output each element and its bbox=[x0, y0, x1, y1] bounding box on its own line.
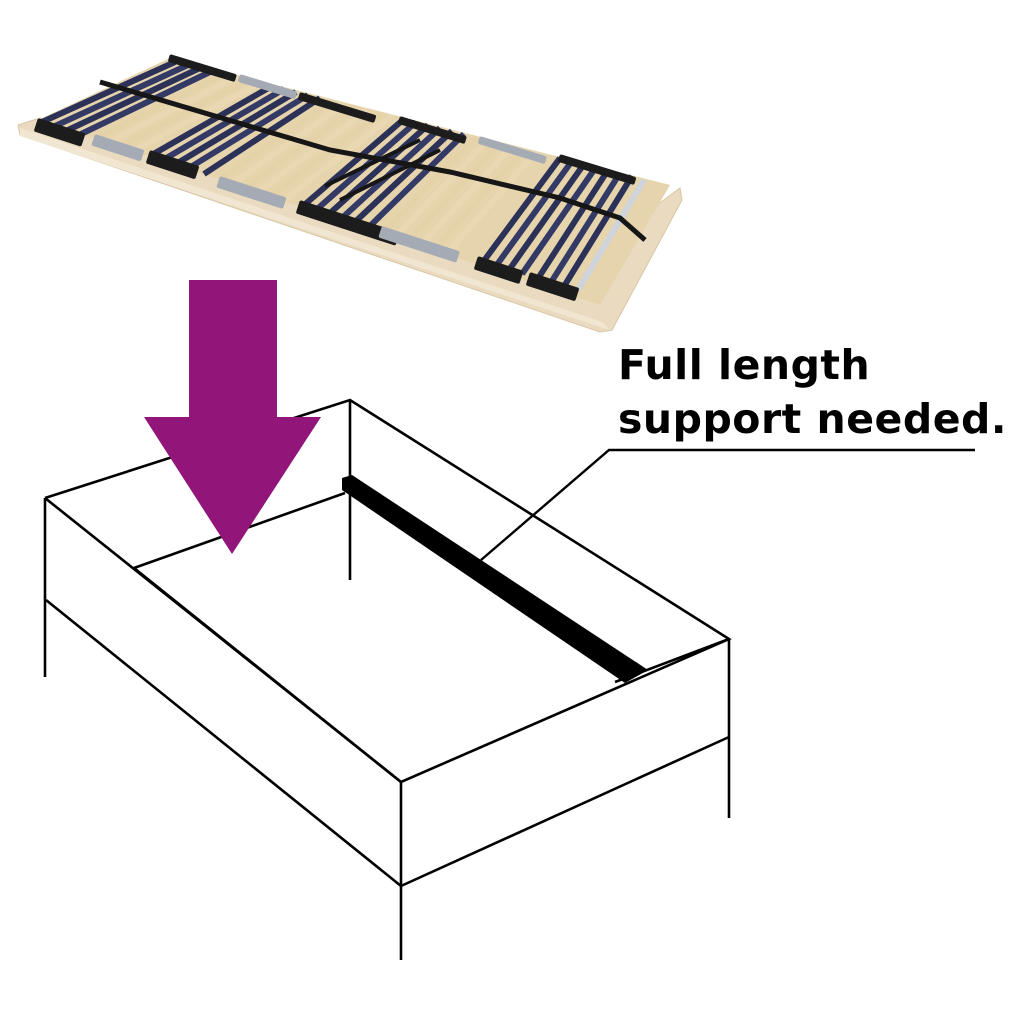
callout-line-2: support needed. bbox=[618, 395, 1007, 443]
callout-leader-line bbox=[480, 448, 975, 561]
center-strap bbox=[99, 79, 647, 242]
down-arrow-icon bbox=[144, 280, 321, 554]
callout-text: Full length support needed. bbox=[618, 338, 1007, 446]
slatted-bed-base-photo bbox=[17, 54, 683, 333]
slat-caps bbox=[34, 54, 637, 301]
center-support-beam bbox=[342, 475, 648, 683]
callout-line-1: Full length bbox=[618, 341, 871, 389]
